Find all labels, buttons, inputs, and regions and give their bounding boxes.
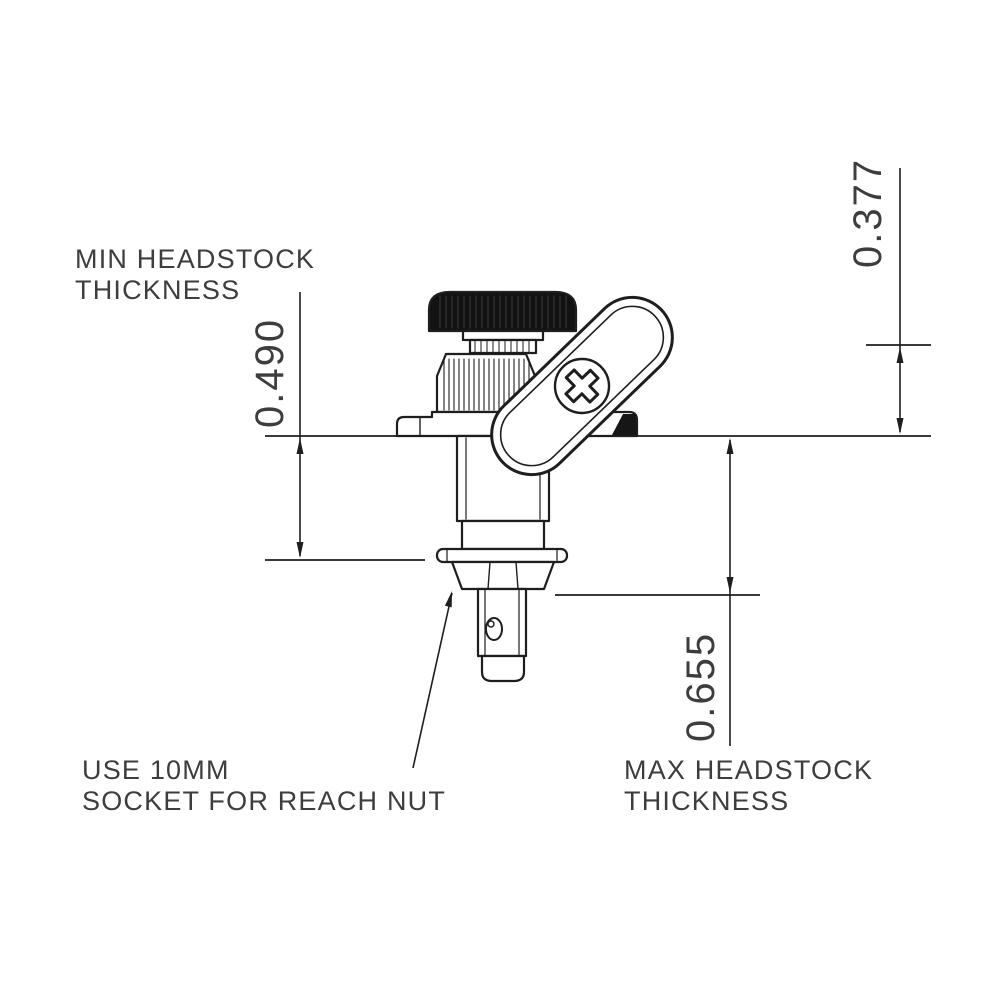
- label-line: MAX HEADSTOCK: [624, 755, 874, 785]
- label-socket-note: USE 10MM SOCKET FOR REACH NUT: [82, 755, 446, 817]
- dimension-min-thickness: 0.490: [248, 317, 292, 428]
- phillips-screw-icon: [553, 357, 611, 415]
- string-post: [476, 587, 528, 683]
- label-line: SOCKET FOR REACH NUT: [82, 786, 447, 816]
- tuning-key-lever: [490, 295, 674, 477]
- label-max-headstock-thickness: MAX HEADSTOCK THICKNESS: [624, 755, 873, 817]
- label-line: THICKNESS: [75, 275, 241, 305]
- flange-washer: [435, 547, 569, 564]
- dimension-lines: [299, 168, 901, 746]
- thumb-knob: [427, 290, 578, 333]
- label-line: USE 10MM: [82, 755, 230, 785]
- dimension-key-clearance: 0.377: [846, 157, 890, 268]
- label-min-headstock-thickness: MIN HEADSTOCK THICKNESS: [75, 244, 315, 306]
- label-line: MIN HEADSTOCK: [75, 244, 316, 274]
- tuner-drawing: [395, 290, 674, 683]
- label-line: THICKNESS: [624, 786, 790, 816]
- collar-washers: [461, 329, 545, 355]
- reference-lines: [265, 344, 931, 596]
- key-shadow-wedge: [612, 414, 636, 435]
- dimension-max-thickness: 0.655: [679, 631, 723, 742]
- hex-reach-nut: [450, 560, 556, 591]
- leader-line: [412, 592, 453, 769]
- arrowheads: [296, 347, 904, 608]
